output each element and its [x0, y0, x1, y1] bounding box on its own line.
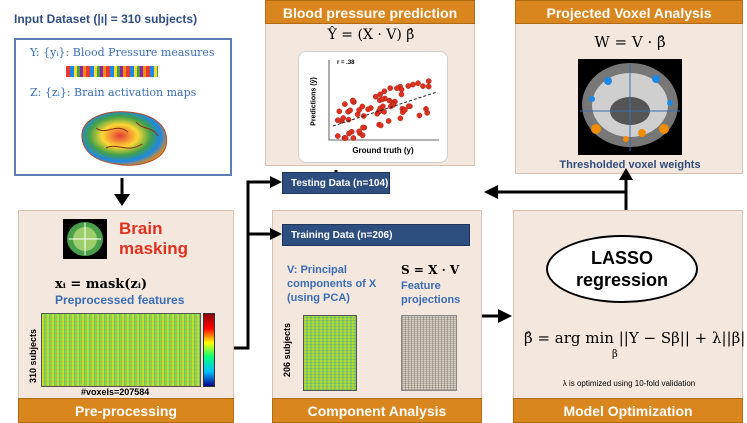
scatter-point — [359, 103, 366, 110]
voxel-formula: W = V · β̂ — [594, 33, 666, 51]
projection-matrix — [401, 315, 457, 391]
scatter-point — [379, 96, 385, 103]
preprocessing-panel: Brain masking xᵢ = mask(zᵢ) Preprocessed… — [18, 210, 234, 420]
brain-map-image — [81, 111, 168, 166]
scatter-point — [372, 93, 379, 100]
scatter-point — [380, 103, 386, 110]
scatter-point — [340, 115, 347, 121]
scatter-point — [381, 88, 388, 95]
input-dataset-panel: Y: {yᵢ}: Blood Pressure measures Z: {zᵢ}… — [14, 38, 232, 176]
scatter-point — [425, 83, 432, 90]
scatter-point — [387, 85, 393, 91]
testing-data-bar: Testing Data (n=104) — [282, 172, 390, 194]
pca-label: V: Principal components of X (using PCA) — [287, 264, 377, 304]
scatter-point — [377, 91, 383, 98]
scatter-point — [385, 118, 392, 124]
preprocessing-footer: Pre-processing — [18, 398, 234, 423]
scatter-point — [347, 107, 353, 114]
feature-projections-label: Feature projections — [401, 280, 461, 306]
scatter-point — [390, 102, 397, 108]
lasso-line2: regression — [575, 270, 669, 290]
voxel-analysis-header: Projected Voxel Analysis — [515, 0, 743, 24]
scatter-point — [359, 132, 366, 138]
scatter-point — [425, 78, 432, 84]
preprocessed-features-label: Preprocessed features — [55, 293, 185, 307]
bp-prediction-header: Blood pressure prediction — [265, 0, 475, 24]
voxel-analysis-panel: W = V · β̂ Thresholded voxel weights — [515, 2, 743, 174]
scatter-point — [356, 128, 362, 135]
scatter-point — [402, 107, 408, 113]
scatter-point — [350, 135, 357, 141]
scatter-point — [415, 80, 421, 87]
scatter-point — [342, 101, 348, 107]
scatter-point — [334, 117, 341, 123]
pca-matrix — [303, 315, 357, 391]
scatter-point — [356, 107, 362, 113]
feature-heatmap — [41, 313, 201, 387]
scatter-point — [342, 135, 349, 141]
brain-masking-line1: Brain — [119, 219, 163, 238]
scatter-point — [397, 115, 404, 122]
scatter-point — [416, 112, 423, 119]
scatter-point — [335, 133, 341, 139]
scatter-point — [410, 81, 416, 88]
input-dataset-title: Input Dataset (|ı| = 310 subjects) — [14, 12, 198, 26]
brain-masking-label: Brain masking — [119, 219, 188, 259]
y-measures-label: Y: {yᵢ}: Blood Pressure measures — [30, 46, 215, 59]
heatmap-colorbar — [203, 313, 215, 387]
voxels-axis-label: #voxels=207584 — [81, 387, 150, 397]
scatter-point — [350, 97, 356, 104]
scatter-point — [378, 122, 384, 129]
lasso-ellipse: LASSO regression — [546, 235, 698, 303]
brain-mask-image — [63, 219, 107, 259]
scatter-point — [420, 83, 426, 89]
model-footer: Model Optimization — [513, 398, 743, 423]
scatter-point — [398, 91, 405, 98]
s-formula: S = X · V — [401, 263, 460, 277]
training-data-bar: Training Data (n=206) — [282, 224, 470, 246]
brain-masking-line2: masking — [119, 239, 188, 258]
scatter-point — [365, 106, 371, 113]
bp-formula: Ŷ = (X · V) β̂ — [327, 27, 415, 43]
scatter-point — [386, 97, 393, 104]
z-maps-label: Z: {zᵢ}: Brain activation maps — [30, 86, 197, 99]
scatter-x-axis-label: Ground truth (y) — [352, 146, 414, 155]
scatter-point — [346, 130, 352, 137]
lasso-line1: LASSO — [590, 248, 653, 268]
scatter-point — [405, 103, 412, 110]
model-panel: LASSO regression β̂ = arg min ||Y − Sβ||… — [513, 210, 747, 420]
scatter-plot — [328, 60, 439, 141]
scatter-fit-line — [332, 91, 438, 127]
color-strip — [66, 66, 158, 77]
scatter-point — [360, 124, 366, 131]
bp-prediction-panel: Ŷ = (X · V) β̂ r = .38 Predictions (ŷ) G… — [265, 2, 475, 166]
lasso-formula: β̂ = arg min ||Y − Sβ|| + λ||β||₁ — [524, 329, 747, 347]
scatter-point — [336, 108, 343, 115]
lasso-formula-subscript: β — [612, 349, 618, 360]
scatter-axes — [328, 60, 439, 141]
scatter-r-label: r = .38 — [337, 60, 355, 66]
mask-formula: xᵢ = mask(zᵢ) — [55, 277, 148, 292]
scatter-card: r = .38 Predictions (ŷ) Ground truth (y) — [298, 51, 448, 163]
scatter-point — [423, 106, 429, 112]
voxel-caption: Thresholded voxel weights — [559, 159, 701, 171]
scatter-point — [394, 85, 400, 92]
lambda-note: λ is optimized using 10-fold validation — [562, 379, 696, 388]
voxel-brain-image — [578, 59, 682, 155]
